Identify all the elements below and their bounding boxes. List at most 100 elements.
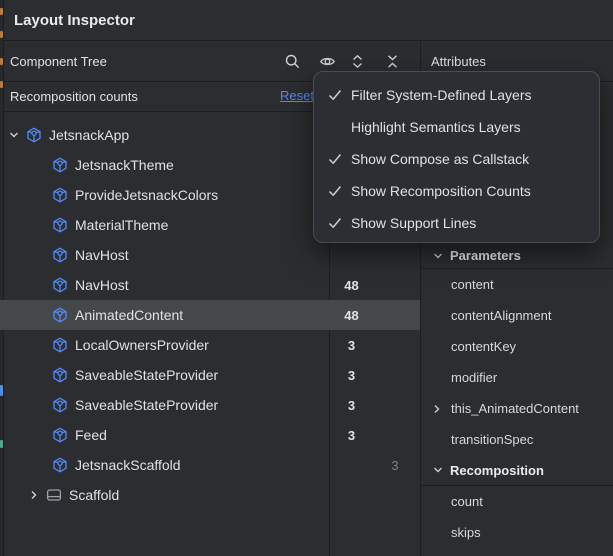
tree-node-label: AnimatedContent xyxy=(75,307,183,323)
attr-item-count[interactable]: count xyxy=(421,486,613,517)
tree-node-label: JetsnackScaffold xyxy=(75,457,181,473)
attributes-content: Parameters content contentAlignment content… xyxy=(421,243,613,548)
compose-node-icon xyxy=(52,367,68,383)
tree-row-scaffold[interactable]: Scaffold xyxy=(0,480,420,510)
tree-indent xyxy=(0,315,52,316)
menu-item-filter-system-defined-layers[interactable]: Filter System-Defined Layers xyxy=(314,79,599,111)
tree-indent xyxy=(0,435,52,436)
tree-row-jetsnackscaffold[interactable]: JetsnackScaffold 3 xyxy=(0,450,420,480)
panel-titlebar: Layout Inspector xyxy=(0,0,613,41)
recomposition-skips: 3 xyxy=(385,458,405,473)
tree-node-label: JetsnackApp xyxy=(49,127,129,143)
gutter-mark xyxy=(0,385,3,396)
attr-item-label: contentKey xyxy=(421,339,516,354)
attr-item-label: content xyxy=(421,277,494,292)
chevron-right-icon[interactable] xyxy=(429,401,445,417)
menu-item-show-compose-as-callstack[interactable]: Show Compose as Callstack xyxy=(314,143,599,175)
compose-node-icon xyxy=(52,277,68,293)
attr-item-contentalignment[interactable]: contentAlignment xyxy=(421,300,613,331)
collapse-all-icon[interactable] xyxy=(384,53,401,70)
attr-item-transitionspec[interactable]: transitionSpec xyxy=(421,424,613,455)
tree-node-label: NavHost xyxy=(75,277,129,293)
menu-item-label: Filter System-Defined Layers xyxy=(314,87,532,103)
attr-item-label: count xyxy=(421,494,483,509)
component-tree-title: Component Tree xyxy=(10,54,107,69)
recomposition-count: 3 xyxy=(329,368,374,383)
recomposition-count: 48 xyxy=(329,308,374,323)
recomposition-counts-label: Recomposition counts xyxy=(10,89,138,104)
attr-item-modifier[interactable]: modifier xyxy=(421,362,613,393)
tree-indent xyxy=(0,405,52,406)
attr-item-contentkey[interactable]: contentKey xyxy=(421,331,613,362)
gutter-mark xyxy=(0,440,3,448)
attr-item-label: skips xyxy=(421,525,481,540)
tree-row-saveablestateprovider[interactable]: SaveableStateProvider 3 xyxy=(0,360,420,390)
chevron-down-icon xyxy=(430,248,446,264)
reset-counts-link[interactable]: Reset xyxy=(280,88,314,103)
recomposition-count: 3 xyxy=(329,338,374,353)
compose-node-icon xyxy=(52,217,68,233)
tree-indent xyxy=(0,375,52,376)
recomposition-count: 48 xyxy=(329,278,374,293)
compose-node-icon xyxy=(52,247,68,263)
attr-item-skips[interactable]: skips xyxy=(421,517,613,548)
search-icon[interactable] xyxy=(284,53,301,70)
tree-node-label: JetsnackTheme xyxy=(75,157,174,173)
check-icon xyxy=(327,183,343,199)
compose-node-icon xyxy=(52,457,68,473)
tree-indent xyxy=(0,465,52,466)
compose-node-icon xyxy=(52,397,68,413)
tree-row-saveablestateprovider[interactable]: SaveableStateProvider3 xyxy=(0,390,420,420)
check-icon xyxy=(327,215,343,231)
tree-row-animatedcontent[interactable]: AnimatedContent 48 xyxy=(0,300,420,330)
menu-item-show-recomposition-counts[interactable]: Show Recomposition Counts xyxy=(314,175,599,207)
tree-row-localownersprovider[interactable]: LocalOwnersProvider 3 xyxy=(0,330,420,360)
gutter-mark xyxy=(0,81,3,88)
tree-node-label: LocalOwnersProvider xyxy=(75,337,209,353)
attr-item-label: transitionSpec xyxy=(421,432,533,447)
check-icon xyxy=(327,87,343,103)
tree-indent xyxy=(0,165,52,166)
tree-row-navhost[interactable]: NavHost 48 xyxy=(0,270,420,300)
chevron-right-icon[interactable] xyxy=(26,487,42,503)
tree-row-navhost[interactable]: NavHost xyxy=(0,240,420,270)
gutter-mark xyxy=(0,8,3,15)
attr-item-this_animatedcontent[interactable]: this_AnimatedContent xyxy=(421,393,613,424)
attr-item-label: contentAlignment xyxy=(421,308,551,323)
tree-node-label: Feed xyxy=(75,427,107,443)
expand-all-icon[interactable] xyxy=(349,53,366,70)
compose-node-icon xyxy=(52,307,68,323)
attr-item-label: modifier xyxy=(421,370,497,385)
view-options-eye-icon[interactable] xyxy=(319,53,336,70)
attr-section-parameters[interactable]: Parameters xyxy=(421,243,613,269)
scaffold-icon xyxy=(46,487,62,503)
tree-node-label: MaterialTheme xyxy=(75,217,168,233)
menu-item-show-support-lines[interactable]: Show Support Lines xyxy=(314,207,599,239)
compose-node-icon xyxy=(52,337,68,353)
tree-indent xyxy=(0,255,52,256)
attributes-title: Attributes xyxy=(431,54,486,69)
gutter-mark xyxy=(0,31,3,38)
page-title: Layout Inspector xyxy=(14,12,135,29)
tree-indent xyxy=(0,195,52,196)
menu-item-label: Show Recomposition Counts xyxy=(314,183,531,199)
view-options-menu: Filter System-Defined LayersHighlight Se… xyxy=(313,71,600,243)
menu-item-label: Show Compose as Callstack xyxy=(314,151,529,167)
chevron-down-icon[interactable] xyxy=(6,127,22,143)
tree-row-feed[interactable]: Feed 3 xyxy=(0,420,420,450)
attr-item-content[interactable]: content xyxy=(421,269,613,300)
tree-indent xyxy=(0,285,52,286)
recomposition-count: 3 xyxy=(329,428,374,443)
menu-item-highlight-semantics-layers[interactable]: Highlight Semantics Layers xyxy=(314,111,599,143)
tree-node-label: SaveableStateProvider xyxy=(75,367,218,383)
attr-section-recomposition[interactable]: Recomposition xyxy=(421,455,613,486)
compose-node-icon xyxy=(52,187,68,203)
tree-indent xyxy=(0,345,52,346)
compose-node-icon xyxy=(52,157,68,173)
compose-node-icon xyxy=(52,427,68,443)
tree-indent xyxy=(0,225,52,226)
chevron-down-icon xyxy=(430,462,446,478)
tree-node-label: NavHost xyxy=(75,247,129,263)
menu-item-label: Highlight Semantics Layers xyxy=(314,119,521,135)
